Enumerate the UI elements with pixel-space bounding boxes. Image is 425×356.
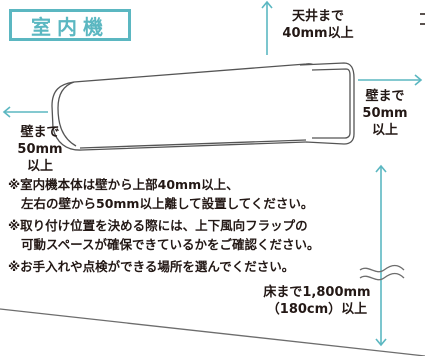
note-1-line-1: ※室内機本体は壁から上部40mm以上、: [8, 177, 239, 192]
partial-glyph-right-edge: [420, 13, 425, 25]
right-clearance-line-3: 以上: [371, 123, 398, 138]
right-clearance-label: 壁まで 50mm 以上: [354, 88, 416, 139]
top-clearance-line-1: 天井まで: [291, 9, 344, 24]
right-clearance-line-1: 壁まで: [365, 89, 405, 104]
floor-clearance-line-2: （180cm）以上: [266, 302, 368, 317]
floor-clearance-label: 床まで1,800mm （180cm）以上: [262, 284, 372, 318]
left-clearance-line-2: 50mm: [17, 142, 63, 157]
left-clearance-line-1: 壁まで: [20, 125, 60, 140]
note-1-line-2: 左右の壁から50mm以上離して設置してください。: [21, 196, 314, 211]
break-mark: [359, 264, 405, 281]
notes: ※室内機本体は壁から上部40mm以上、 左右の壁から50mm以上離して設置してく…: [8, 175, 363, 276]
left-clearance-label: 壁まで 50mm 以上: [12, 124, 68, 175]
page-title: 室内機: [9, 9, 131, 41]
floor-line: [0, 308, 425, 356]
top-clearance-label: 天井まで 40mm以上: [276, 8, 360, 42]
air-conditioner-unit: [51, 62, 355, 151]
right-clearance-line-2: 50mm: [362, 106, 408, 121]
floor-clearance-line-1: 床まで1,800mm: [263, 285, 371, 300]
left-clearance-line-3: 以上: [26, 159, 53, 174]
top-clearance-line-2: 40mm以上: [282, 26, 354, 41]
clearance-arrows: [2, 0, 423, 347]
note-2-line-1: ※取り付け位置を決める際には、上下風向フラップの: [8, 218, 308, 233]
note-2-line-2: 可動スペースが確保できているかをご確認ください。: [21, 237, 320, 252]
note-3: ※お手入れや点検ができる場所を選んでください。: [8, 259, 295, 274]
